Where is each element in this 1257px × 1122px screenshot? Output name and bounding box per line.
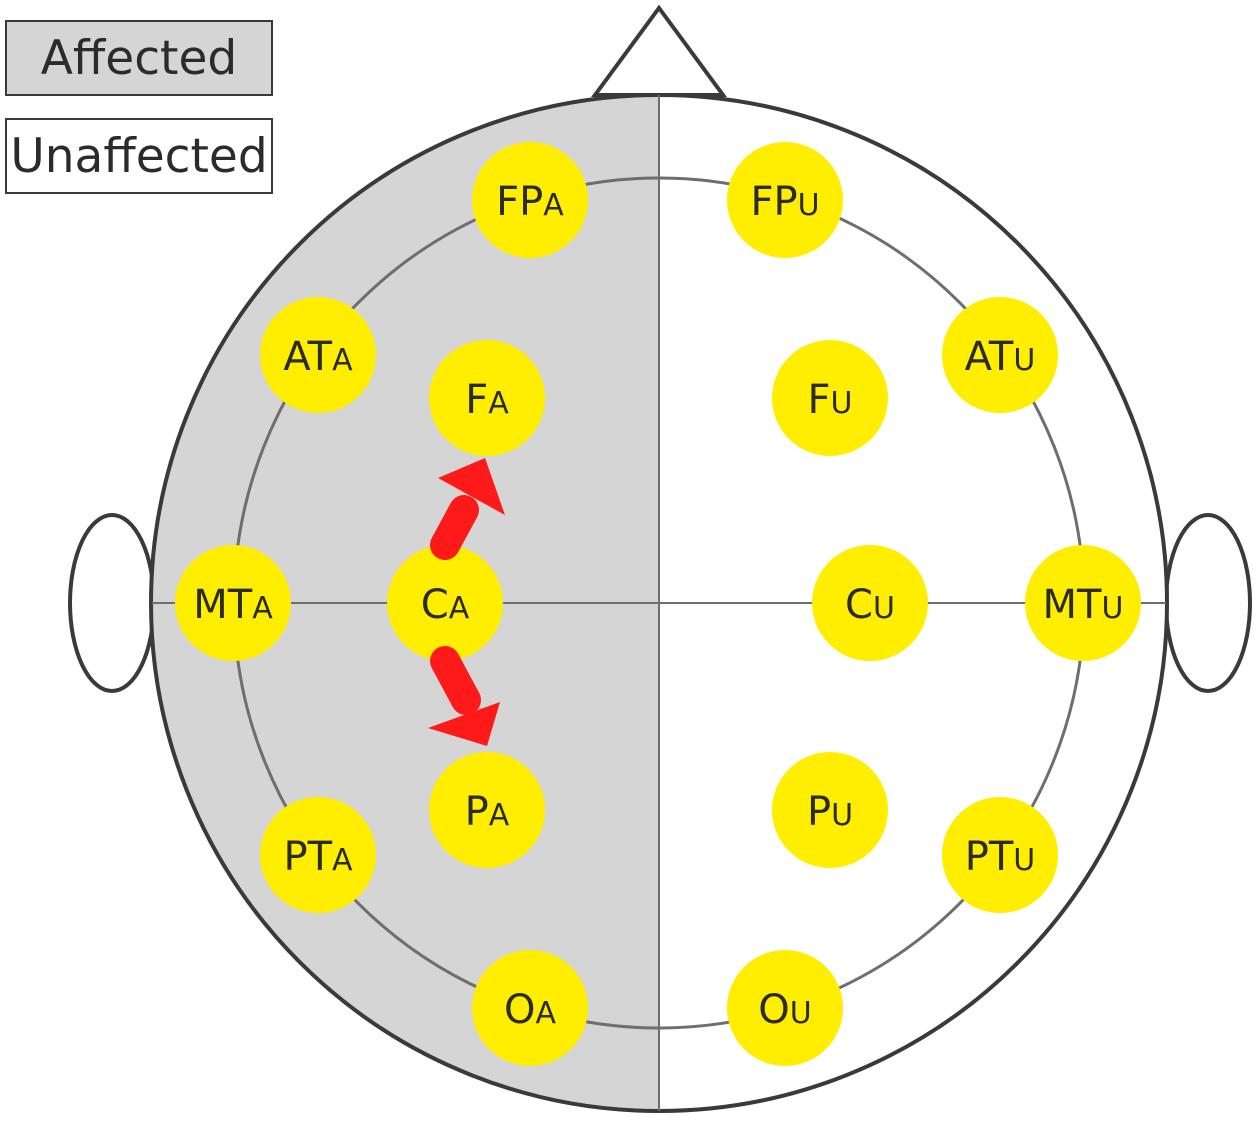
electrode-circle [472, 142, 588, 258]
electrode-circle [942, 297, 1058, 413]
electrode-label-sub: U [1101, 591, 1123, 626]
electrode-fa: FA [429, 340, 545, 456]
electrode-label-main: C [421, 582, 449, 628]
electrode-fpu: FPU [727, 142, 843, 258]
electrode-label-sub: U [873, 591, 895, 626]
arrow-shaft [430, 646, 481, 715]
electrode-circle [1025, 545, 1141, 661]
electrode-ca: CA [387, 545, 503, 661]
nose [591, 4, 727, 97]
left-ear [68, 513, 156, 693]
electrode-circle [175, 545, 291, 661]
electrode-label-main: F [465, 377, 488, 423]
electrode-label-sub: A [489, 798, 510, 833]
electrode-label-sub: U [790, 996, 812, 1031]
electrode-label-main: C [845, 582, 873, 628]
electrode-circle [260, 297, 376, 413]
electrode-circle [260, 797, 376, 913]
electrode-circle [942, 797, 1058, 913]
arrow-shaft [430, 495, 479, 560]
electrode-mta: MTA [175, 545, 291, 661]
right-ear [1164, 513, 1252, 693]
electrode-circle [727, 142, 843, 258]
electrode-label-main: P [807, 789, 831, 835]
electrode-label-sub: U [831, 798, 853, 833]
electrode-label: PU [807, 789, 853, 835]
electrode-label: MTA [193, 582, 273, 628]
electrode-label-main: O [758, 987, 789, 1033]
electrode-circle [772, 340, 888, 456]
electrode-circle [472, 950, 588, 1066]
electrode-circle [772, 752, 888, 868]
electrode-label: CU [845, 582, 895, 628]
electrode-cu: CU [812, 545, 928, 661]
electrode-label: FU [808, 377, 853, 423]
electrode-ata: ATA [260, 297, 376, 413]
legend-unaffected: Unaffected [5, 118, 273, 194]
electrode-label-main: MT [193, 582, 253, 628]
electrode-circle [429, 752, 545, 868]
electrode-label-sub: A [332, 843, 353, 878]
electrode-label-sub: U [1013, 343, 1035, 378]
electrode-atu: ATU [942, 297, 1058, 413]
electrode-ptu: PTU [942, 797, 1058, 913]
electrode-pu: PU [772, 752, 888, 868]
electrode-label: FPU [750, 179, 819, 225]
electrode-label-sub: U [831, 386, 853, 421]
electrode-circle [812, 545, 928, 661]
electrode-label: PTU [965, 834, 1036, 880]
electrode-label-sub: A [252, 591, 273, 626]
electrode-circle [387, 545, 503, 661]
arrow-head [428, 702, 500, 746]
electrode-label: ATA [283, 334, 353, 380]
arrow-head [438, 458, 505, 515]
electrode-label: OU [758, 987, 811, 1033]
legend-unaffected-label: Unaffected [10, 128, 268, 184]
arrow-ca-to-pa [428, 646, 500, 746]
legend-affected: Affected [5, 20, 273, 96]
electrode-label-sub: A [543, 188, 564, 223]
electrode-ou: OU [727, 950, 843, 1066]
arrow-ca-to-fa [430, 458, 505, 560]
electrode-label: CA [421, 582, 470, 628]
electrode-label: OA [504, 987, 556, 1033]
electrode-circle [429, 340, 545, 456]
electrode-label-main: AT [283, 334, 332, 380]
electrode-label-main: P [465, 789, 489, 835]
electrode-label-sub: A [449, 591, 470, 626]
electrode-fu: FU [772, 340, 888, 456]
electrode-label-main: F [808, 377, 831, 423]
electrode-label-main: FP [750, 179, 797, 225]
electrode-pta: PTA [260, 797, 376, 913]
electrode-label-sub: A [332, 343, 353, 378]
electrode-oa: OA [472, 950, 588, 1066]
electrode-label-main: PT [283, 834, 332, 880]
electrode-label: PTA [283, 834, 353, 880]
electrode-label: MTU [1043, 582, 1124, 628]
electrode-label-sub: A [535, 996, 556, 1031]
electrode-label-main: MT [1043, 582, 1103, 628]
electrode-label: PA [465, 789, 510, 835]
electrode-label: FA [465, 377, 509, 423]
electrode-label-sub: U [1013, 843, 1035, 878]
electrode-label-sub: A [488, 386, 509, 421]
electrode-label-main: AT [965, 334, 1014, 380]
electrode-label: FPA [496, 179, 564, 225]
electrode-label-main: FP [496, 179, 543, 225]
electrode-circle [727, 950, 843, 1066]
electrode-mtu: MTU [1025, 545, 1141, 661]
electrode-pa: PA [429, 752, 545, 868]
electrode-label-main: PT [965, 834, 1014, 880]
electrode-label: ATU [965, 334, 1036, 380]
legend-affected-label: Affected [40, 30, 238, 86]
electrode-label-sub: U [798, 188, 820, 223]
electrode-label-main: O [504, 987, 535, 1033]
electrode-fpa: FPA [472, 142, 588, 258]
